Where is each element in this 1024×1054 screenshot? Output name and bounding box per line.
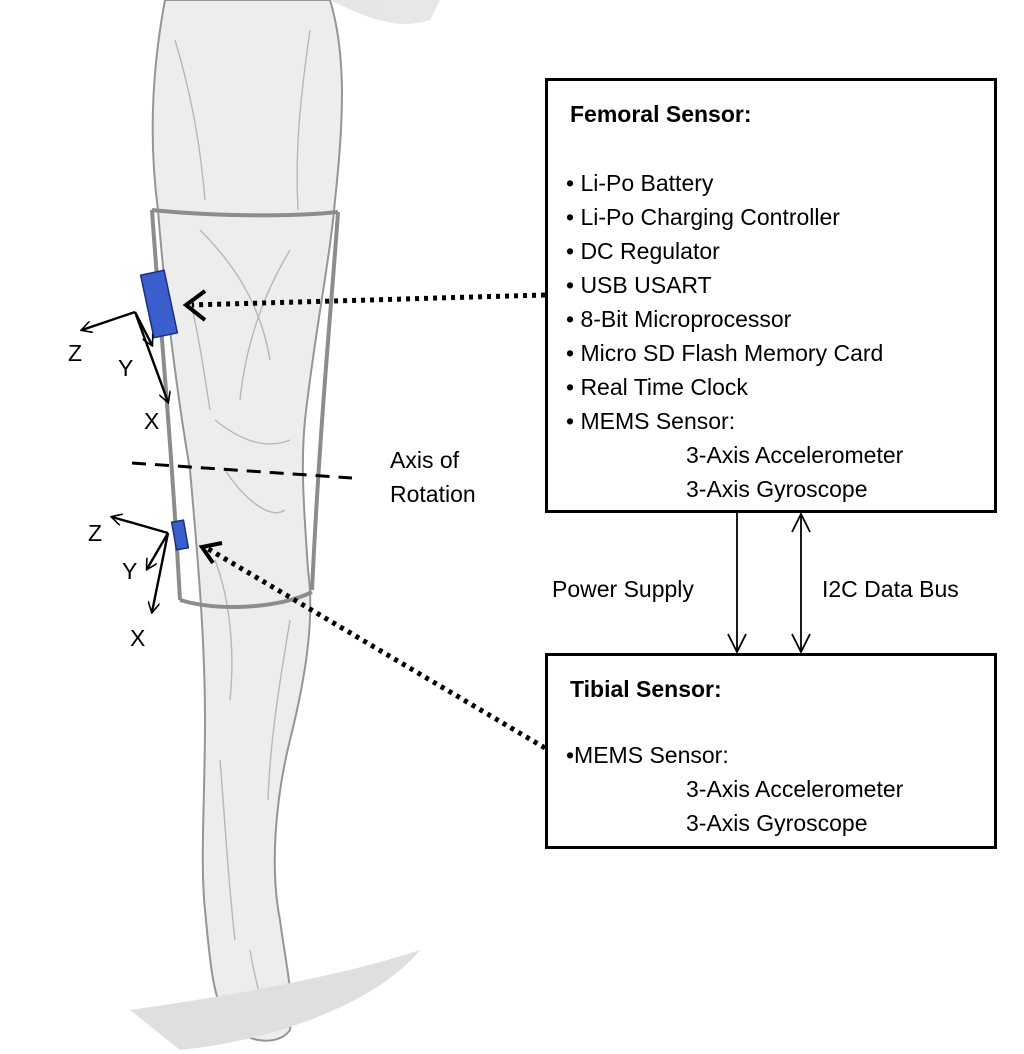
tibial-sub-item: 3-Axis Accelerometer bbox=[686, 776, 904, 802]
knee-brace bbox=[150, 208, 340, 609]
tibial-sensor-title: Tibial Sensor: bbox=[570, 676, 722, 702]
lower-axis-x-label: X bbox=[130, 625, 146, 651]
femoral-item: • DC Regulator bbox=[566, 238, 720, 264]
axis-of-rotation-label-line1: Axis of bbox=[390, 447, 460, 473]
femoral-sensor-box: Femoral Sensor: • Li-Po Battery • Li-Po … bbox=[545, 78, 997, 513]
lower-axis-z-label: Z bbox=[88, 520, 103, 546]
femoral-sub-item: 3-Axis Gyroscope bbox=[686, 476, 868, 502]
upper-axis-z-label: Z bbox=[68, 340, 83, 366]
tibial-sensor-box: Tibial Sensor: •MEMS Sensor: 3-Axis Acce… bbox=[545, 653, 997, 849]
leg-sketch bbox=[130, 0, 440, 1050]
tibial-item: •MEMS Sensor: bbox=[566, 742, 729, 768]
femoral-item: • USB USART bbox=[566, 272, 712, 298]
femoral-sub-item: 3-Axis Accelerometer bbox=[686, 442, 904, 468]
femoral-sensor-title: Femoral Sensor: bbox=[570, 101, 752, 127]
femoral-item: • MEMS Sensor: bbox=[566, 408, 736, 434]
tibial-sensor-device bbox=[170, 519, 190, 551]
power-supply-label: Power Supply bbox=[552, 576, 694, 602]
femoral-item: • Micro SD Flash Memory Card bbox=[566, 340, 884, 366]
femoral-sensor-device bbox=[139, 269, 179, 339]
femoral-item: • Li-Po Battery bbox=[566, 170, 714, 196]
upper-axis-x-label: X bbox=[144, 408, 160, 434]
axis-of-rotation-line bbox=[131, 461, 353, 480]
tibial-connector bbox=[203, 544, 547, 751]
upper-axis-y-label: Y bbox=[118, 355, 134, 381]
axis-of-rotation-label-line2: Rotation bbox=[390, 481, 476, 507]
upper-axis-triad bbox=[82, 310, 168, 402]
tibial-sub-item: 3-Axis Gyroscope bbox=[686, 810, 868, 836]
femoral-item: • Li-Po Charging Controller bbox=[566, 204, 840, 230]
i2c-data-bus-label: I2C Data Bus bbox=[822, 576, 959, 602]
tibial-connector-arrowhead bbox=[198, 541, 223, 565]
lower-axis-y-label: Y bbox=[122, 558, 138, 584]
lower-axis-triad bbox=[112, 517, 170, 612]
femoral-item: • Real Time Clock bbox=[566, 374, 748, 400]
femoral-item: • 8-Bit Microprocessor bbox=[566, 306, 792, 332]
femoral-connector-arrowhead bbox=[182, 289, 207, 322]
